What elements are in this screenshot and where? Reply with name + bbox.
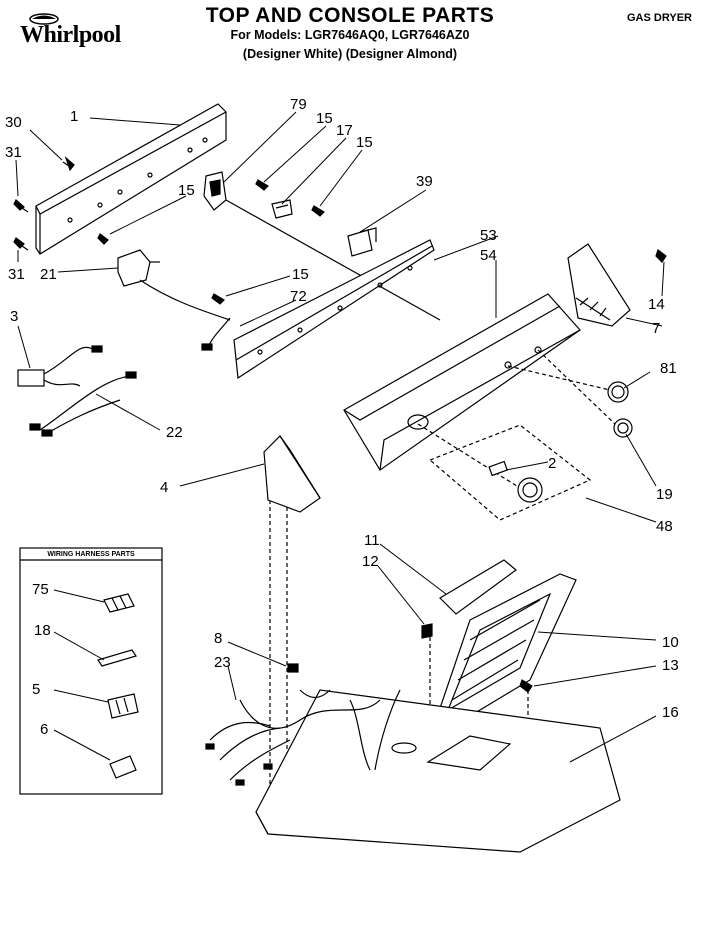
part-31-screw-lower <box>13 237 29 251</box>
callout-4: 4 <box>160 479 168 496</box>
model-variants: (Designer White) (Designer Almond) <box>242 47 458 61</box>
part-2-pin <box>488 460 508 477</box>
part-3-connector <box>17 345 103 387</box>
callout-17: 17 <box>336 122 353 139</box>
product-type: GAS DRYER <box>627 12 692 24</box>
part-15-screw-b <box>255 179 269 191</box>
callout-31-lower: 31 <box>8 266 25 283</box>
page-title: TOP AND CONSOLE PARTS <box>205 4 495 27</box>
callout-11: 11 <box>364 532 380 549</box>
brand-name: Whirlpool <box>20 22 121 48</box>
callout-79: 79 <box>290 96 307 113</box>
part-10-control-panel <box>435 573 577 729</box>
part-14-screw <box>655 249 667 263</box>
part-1-control-panel-bracket <box>35 103 227 255</box>
callout-54: 54 <box>480 247 497 264</box>
callout-7: 7 <box>652 320 660 337</box>
wiring-harness-parts-box <box>19 547 163 795</box>
part-48-knob <box>517 477 543 503</box>
callout-15-c: 15 <box>356 134 373 151</box>
callout-23: 23 <box>214 654 231 671</box>
callout-15-a: 15 <box>178 182 195 199</box>
part-54-console <box>343 293 581 471</box>
callout-75: 75 <box>32 581 49 598</box>
callout-48: 48 <box>656 518 673 535</box>
part-19-knob <box>613 418 633 438</box>
callout-39: 39 <box>416 173 433 190</box>
part-15-screw-d <box>211 293 225 305</box>
part-13-screw <box>519 679 533 693</box>
part-4-end-cap <box>263 435 321 513</box>
part-11-window <box>439 559 517 615</box>
callout-10: 10 <box>662 634 679 651</box>
part-79-bracket <box>203 171 441 321</box>
harness-box-title: WIRING HARNESS PARTS <box>47 551 135 558</box>
callout-8: 8 <box>214 630 222 647</box>
callout-labels: 1 30 31 31 15 21 79 15 17 15 39 53 54 15… <box>5 96 679 738</box>
part-12-clip <box>421 623 433 639</box>
whirlpool-logo <box>12 10 142 54</box>
callout-30: 30 <box>5 114 22 131</box>
callout-12: 12 <box>362 553 379 570</box>
part-18-terminal <box>97 649 137 667</box>
callout-6: 6 <box>40 721 48 738</box>
callout-14: 14 <box>648 296 665 313</box>
callout-13: 13 <box>662 657 679 674</box>
part-16-top <box>255 689 621 853</box>
callout-22: 22 <box>166 424 183 441</box>
part-8-clip <box>287 663 299 673</box>
part-15-screw-c <box>311 205 325 217</box>
callout-19: 19 <box>656 486 673 503</box>
callout-5: 5 <box>32 681 40 698</box>
callout-16: 16 <box>662 704 679 721</box>
part-72-bracket <box>233 239 435 380</box>
callout-2: 2 <box>548 455 556 472</box>
callout-72: 72 <box>290 288 307 305</box>
part-21-switch <box>117 249 231 321</box>
callout-15-b: 15 <box>316 110 333 127</box>
part-31-screw-upper <box>13 199 29 213</box>
callout-1: 1 <box>70 108 78 125</box>
callout-53: 53 <box>480 227 497 244</box>
part-6-connector <box>109 755 137 779</box>
callout-18: 18 <box>34 622 51 639</box>
part-23-wire-harness <box>205 689 401 786</box>
callout-15-d: 15 <box>292 266 309 283</box>
part-75-terminal <box>103 593 135 613</box>
part-5-connector <box>107 693 139 719</box>
callout-21: 21 <box>40 266 57 283</box>
callout-3: 3 <box>10 308 18 325</box>
part-17-clip <box>271 199 293 219</box>
part-15-screw-a <box>97 233 109 245</box>
callout-81: 81 <box>660 360 677 377</box>
callout-31-upper: 31 <box>5 144 22 161</box>
part-39-clip <box>347 227 377 257</box>
part-81-knob <box>607 381 629 403</box>
part-30-screw <box>62 156 75 172</box>
part-7-end-cap <box>567 243 631 327</box>
model-numbers: For Models: LGR7646AQ0, LGR7646AZ0 <box>230 28 470 42</box>
